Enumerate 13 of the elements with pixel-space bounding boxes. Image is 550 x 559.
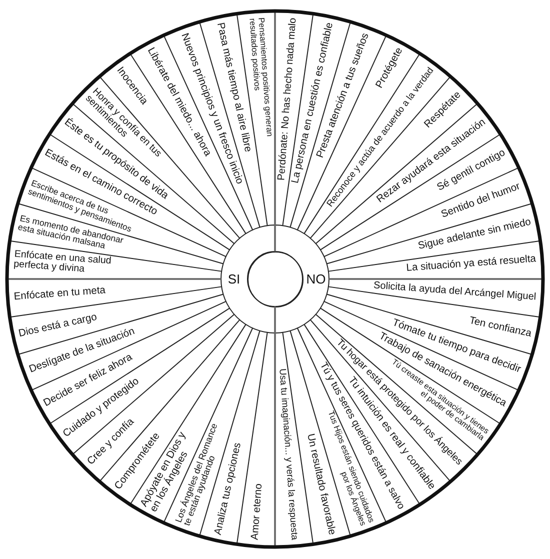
sector-label: Dios está a cargo — [18, 312, 98, 340]
answer-label: SI — [228, 272, 240, 286]
sector-label: Un resultado favorable — [304, 433, 336, 536]
sector-label: Enfócate en una salud perfecta y divina — [12, 250, 115, 278]
sector-label: Amor eterno — [250, 484, 266, 541]
sector-label: Solicita la ayuda del Arcángel Miguel — [373, 280, 537, 303]
sector-label: La situación ya está resuelta — [406, 254, 537, 275]
sector-label: Ten confianza — [468, 316, 532, 340]
sector-label: Sigue adelante sin miedo — [417, 218, 532, 254]
sector-label: Usa tu imaginación... y verás la respuesta — [276, 368, 299, 541]
answer-label: NO — [306, 272, 326, 286]
sector-label: Analiza tus opciones — [214, 442, 245, 536]
sector-label: Enfócate en tu meta — [13, 286, 106, 304]
